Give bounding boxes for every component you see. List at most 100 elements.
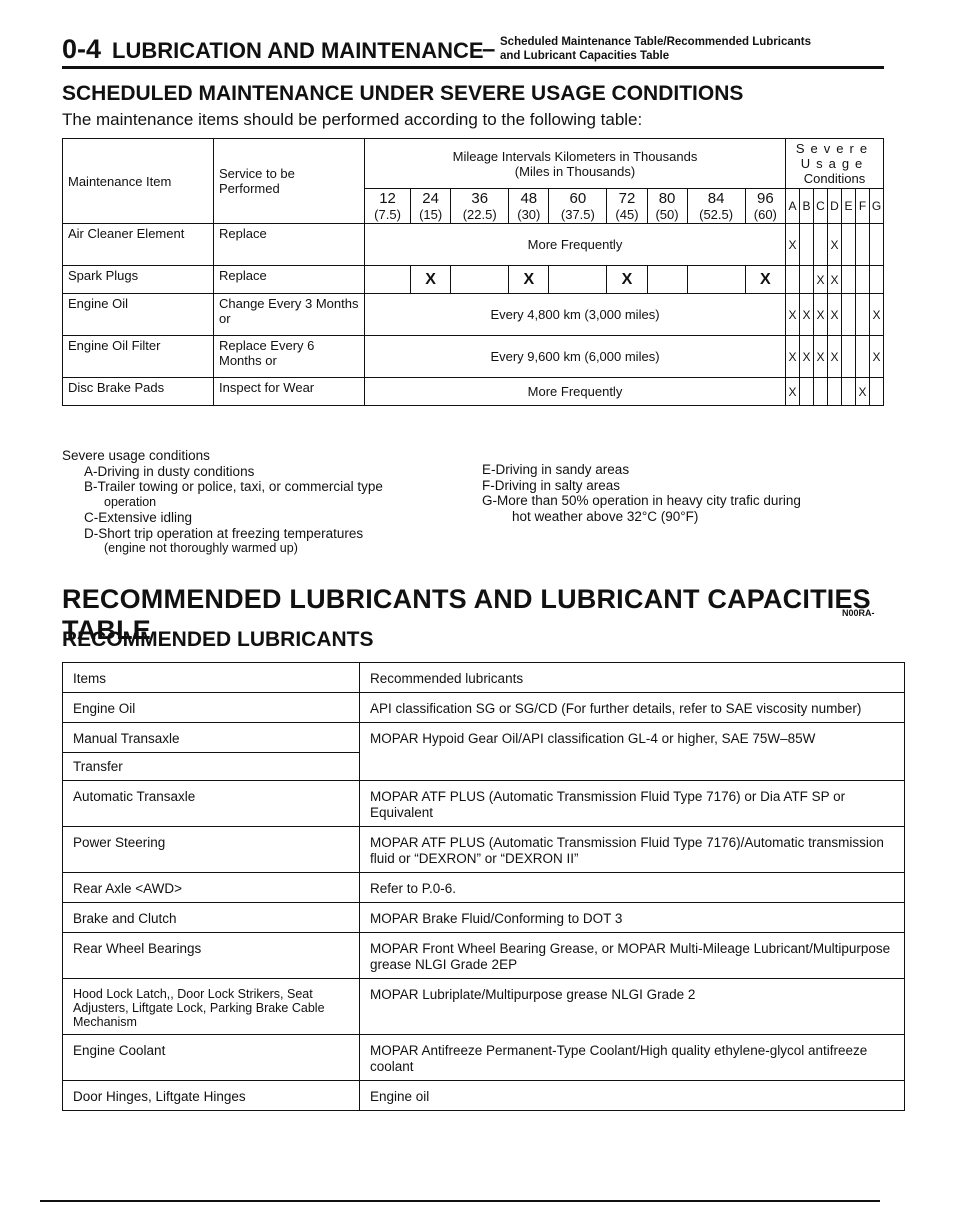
- condition-mark: [799, 377, 814, 406]
- condition-mark: X: [827, 223, 842, 266]
- condition-letter: D: [827, 188, 842, 224]
- item-cell: Power Steering: [62, 826, 360, 873]
- interval-mark: X: [410, 265, 452, 294]
- condition-mark: X: [785, 335, 800, 378]
- condition-mark: X: [813, 335, 828, 378]
- condition-mark: X: [799, 335, 814, 378]
- condition-mark: [869, 377, 884, 406]
- value-cell: MOPAR Lubriplate/Multipurpose grease NLG…: [359, 978, 905, 1035]
- condition-mark: [841, 293, 856, 336]
- value-cell: MOPAR ATF PLUS (Automatic Transmission F…: [359, 826, 905, 873]
- note-item: G-More than 50% operation in heavy city …: [482, 493, 801, 508]
- interval-text: Every 9,600 km (6,000 miles): [364, 335, 786, 378]
- condition-mark: X: [827, 335, 842, 378]
- condition-letter: F: [855, 188, 870, 224]
- service-cell: Replace: [213, 265, 365, 294]
- interval-mark: [548, 265, 608, 294]
- item-label: Manual Transaxle: [63, 723, 359, 753]
- interval-cell: 96(60): [744, 188, 787, 224]
- lubricants-subheading: RECOMMENDED LUBRICANTS: [62, 628, 374, 651]
- condition-mark: X: [827, 265, 842, 294]
- condition-mark: X: [869, 293, 884, 336]
- table-row: Rear Wheel Bearings MOPAR Front Wheel Be…: [62, 932, 905, 979]
- condition-letter: B: [799, 188, 814, 224]
- col-recommended: Recommended lubricants: [359, 662, 905, 693]
- item-cell: Brake and Clutch: [62, 902, 360, 933]
- item-cell: Spark Plugs: [62, 265, 214, 294]
- condition-mark: [813, 377, 828, 406]
- item-label: Transfer: [73, 759, 123, 774]
- value-cell: MOPAR ATF PLUS (Automatic Transmission F…: [359, 780, 905, 827]
- interval-text: More Frequently: [364, 377, 786, 406]
- interval-mark: [686, 265, 746, 294]
- item-cell: Engine Coolant: [62, 1034, 360, 1081]
- service-cell: Replace: [213, 223, 365, 266]
- table-row: Engine Coolant MOPAR Antifreeze Permanen…: [62, 1034, 905, 1081]
- condition-mark: [855, 265, 870, 294]
- condition-mark: X: [855, 377, 870, 406]
- interval-cell: 48(30): [508, 188, 550, 224]
- note-item: D-Short trip operation at freezing tempe…: [84, 525, 364, 541]
- severe-notes-right: E-Driving in sandy areas F-Driving in sa…: [482, 462, 801, 524]
- table-row: Engine Oil API classification SG or SG/C…: [62, 692, 905, 723]
- section-code: N00RA-: [842, 608, 875, 618]
- service-cell: Inspect for Wear: [213, 377, 365, 406]
- value-cell: Refer to P.0-6.: [359, 872, 905, 903]
- conditions-label: Conditions: [803, 171, 866, 186]
- col-items: Items: [62, 662, 360, 693]
- table-row: Disc Brake Pads Inspect for Wear More Fr…: [62, 377, 884, 406]
- severe-heading: SCHEDULED MAINTENANCE UNDER SEVERE USAGE…: [62, 82, 744, 105]
- condition-mark: X: [813, 265, 828, 294]
- interval-cell: 24(15): [410, 188, 452, 224]
- note-item: operation: [104, 494, 157, 509]
- condition-mark: [841, 265, 856, 294]
- item-cell: Engine Oil: [62, 293, 214, 336]
- table-row: Manual Transaxle Transfer MOPAR Hypoid G…: [62, 722, 905, 781]
- interval-mark: X: [606, 265, 648, 294]
- condition-mark: X: [813, 293, 828, 336]
- table-row: Door Hinges, Liftgate Hinges Engine oil: [62, 1080, 905, 1111]
- interval-cell: 12(7.5): [363, 188, 412, 224]
- service-cell: Replace Every 6 Months or: [213, 335, 365, 378]
- intervals-label-miles: (Miles in Thousands): [514, 163, 636, 179]
- page-number: 0-4: [62, 34, 102, 64]
- note-item: hot weather above 32°C (90°F): [512, 508, 699, 524]
- lubricants-heading: RECOMMENDED LUBRICANTS AND LUBRICANT CAP…: [62, 584, 871, 645]
- item-cell: Disc Brake Pads: [62, 377, 214, 406]
- item-cell: Engine Oil: [62, 692, 360, 723]
- condition-mark: [841, 377, 856, 406]
- condition-mark: X: [785, 377, 800, 406]
- table-header-row: Maintenance Item Service to be Performed…: [62, 138, 884, 224]
- item-cell: Rear Wheel Bearings: [62, 932, 360, 979]
- condition-letter: G: [869, 188, 884, 224]
- item-cell: Manual Transaxle Transfer: [62, 722, 360, 781]
- condition-mark: X: [827, 293, 842, 336]
- condition-mark: X: [869, 335, 884, 378]
- condition-mark: [855, 223, 870, 266]
- condition-mark: [813, 223, 828, 266]
- interval-cell: 72(45): [606, 188, 648, 224]
- condition-letter: A: [785, 188, 800, 224]
- condition-letter: C: [813, 188, 828, 224]
- value-cell: MOPAR Hypoid Gear Oil/API classification…: [359, 722, 905, 781]
- value-cell: API classification SG or SG/CD (For furt…: [359, 692, 905, 723]
- notes-title: Severe usage conditions: [62, 448, 210, 463]
- table-row: Rear Axle <AWD> Refer to P.0-6.: [62, 872, 905, 903]
- value-cell: MOPAR Brake Fluid/Conforming to DOT 3: [359, 902, 905, 933]
- section-subtitle-line1: Scheduled Maintenance Table/Recommended …: [500, 36, 811, 48]
- interval-cell: 80(50): [646, 188, 688, 224]
- item-cell: Rear Axle <AWD>: [62, 872, 360, 903]
- interval-mark: X: [508, 265, 550, 294]
- table-row: Spark Plugs Replace X X X X X X: [62, 265, 884, 294]
- table-row: Air Cleaner Element Replace More Frequen…: [62, 223, 884, 266]
- col-maintenance-item: Maintenance Item: [62, 138, 214, 224]
- col-service: Service to be Performed: [213, 138, 365, 224]
- item-cell: Air Cleaner Element: [62, 223, 214, 266]
- header-rule: [62, 66, 884, 69]
- condition-mark: [841, 223, 856, 266]
- severe-maintenance-table: Maintenance Item Service to be Performed…: [62, 138, 884, 406]
- interval-text: More Frequently: [364, 223, 786, 266]
- interval-row: 12(7.5) 24(15) 36(22.5) 48(30) 60(37.5) …: [63, 188, 884, 224]
- value-cell: MOPAR Antifreeze Permanent-Type Coolant/…: [359, 1034, 905, 1081]
- condition-mark: [855, 293, 870, 336]
